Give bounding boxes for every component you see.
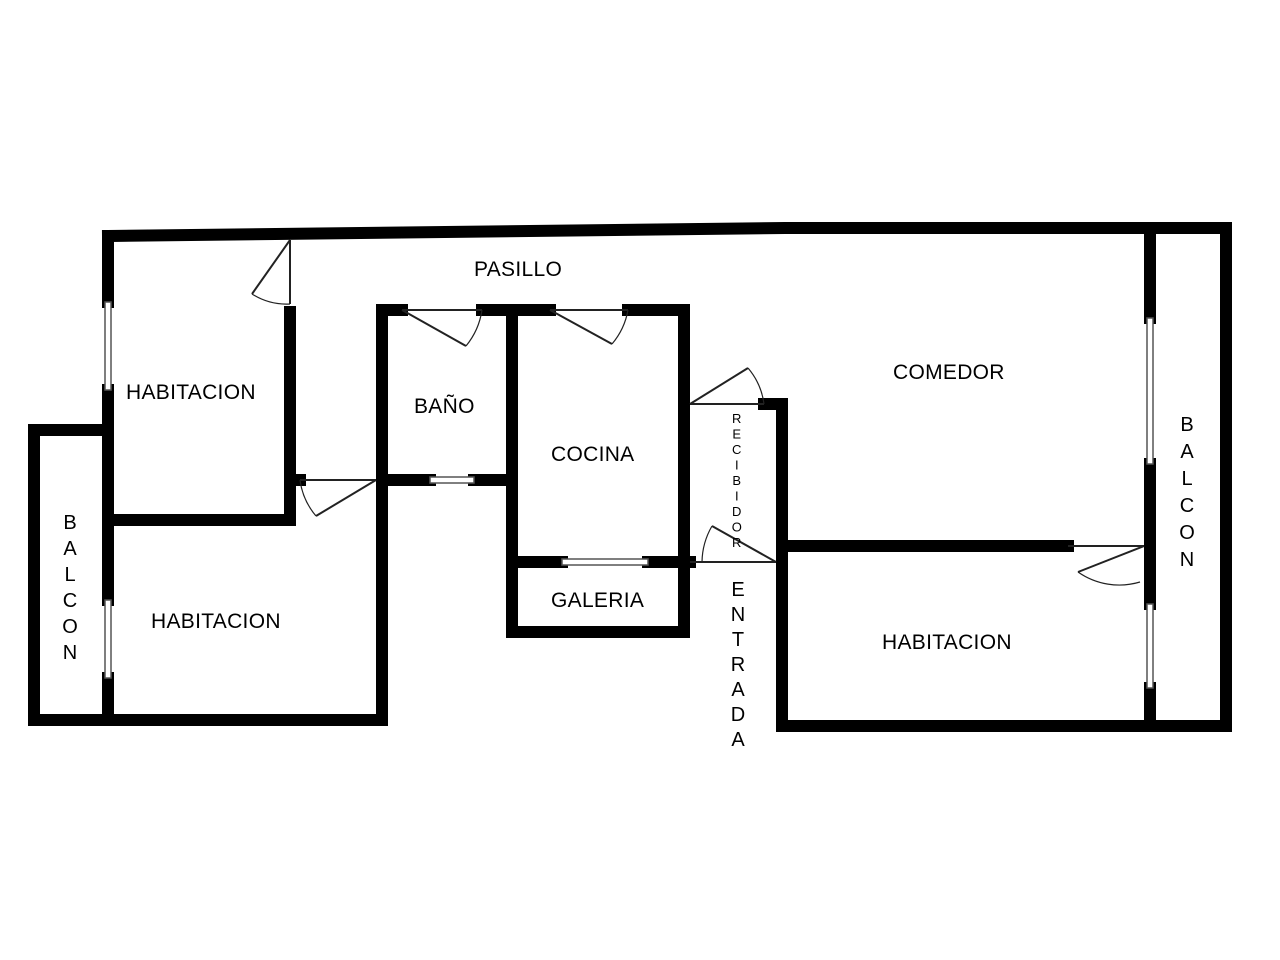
balcon-left-letter: N <box>63 642 77 664</box>
balcon-left-letter: O <box>62 616 78 638</box>
balcon-right-letter: N <box>1180 549 1194 571</box>
balcon-right-letter: B <box>1180 414 1193 436</box>
room-label-habitacion-r: HABITACION <box>882 631 1012 654</box>
door-entrada-swing <box>701 525 713 563</box>
door-bedroom-r-leaf <box>1077 545 1145 573</box>
recibidor-letter: D <box>732 504 742 519</box>
room-label-habitacion-tl: HABITACION <box>126 381 256 404</box>
door-kitchen-swing <box>611 309 629 345</box>
door-bedroom-tl-swing <box>251 293 291 305</box>
entrada-letter: T <box>732 629 744 651</box>
door-bath-swing <box>465 309 483 347</box>
entrada-letter: N <box>731 604 745 626</box>
room-label-pasillo: PASILLO <box>474 258 562 281</box>
room-label-galeria: GALERIA <box>551 589 644 612</box>
recibidor-letter: R <box>732 535 742 550</box>
balcon-left-letter: B <box>63 512 76 534</box>
window-left-lower <box>104 599 112 679</box>
balcon-right-letter: A <box>1180 441 1194 463</box>
door-bedroom-tl-leaf <box>251 239 291 295</box>
windows <box>104 301 1154 689</box>
recibidor-letter: O <box>732 520 743 535</box>
window-left-upper <box>104 301 112 391</box>
balcon-right-letter: O <box>1179 522 1195 544</box>
door-bath-leaf <box>401 309 467 347</box>
recibidor-letter: B <box>732 473 741 488</box>
recibidor-letter: I <box>735 458 739 473</box>
entrada-letter: E <box>731 579 744 601</box>
walls <box>28 222 1232 732</box>
window-galeria <box>561 558 649 566</box>
door-recibidor-top-swing <box>747 367 765 405</box>
balcon-right-letter: L <box>1181 468 1192 490</box>
room-label-habitacion-bl: HABITACION <box>151 610 281 633</box>
recibidor-letter: I <box>735 489 739 504</box>
window-bath-bottom <box>429 476 475 484</box>
door-bedroom-bl-leaf <box>315 479 377 517</box>
balcon-right-letter: C <box>1180 495 1194 517</box>
room-labels: PASILLO HABITACION HABITACION BAÑO COCIN… <box>62 258 1195 751</box>
top-exterior-wall <box>101 222 1232 732</box>
room-label-bano: BAÑO <box>414 394 475 418</box>
balcon-left-letter: L <box>64 564 75 586</box>
door-recibidor-top-leaf <box>689 367 749 405</box>
room-label-cocina: COCINA <box>551 443 634 466</box>
recibidor-letter: C <box>732 442 742 457</box>
recibidor-letter: R <box>732 411 742 426</box>
recibidor-letter: E <box>732 427 741 442</box>
door-bedroom-bl-swing <box>299 479 317 517</box>
entrada-letter: R <box>731 654 745 676</box>
door-bedroom-r-swing <box>1077 571 1141 586</box>
balcon-left-letter: C <box>63 590 77 612</box>
balcon-left-letter: A <box>63 538 77 560</box>
entrada-letter: A <box>731 729 745 751</box>
window-right-lower <box>1146 603 1154 689</box>
entrada-letter: A <box>731 679 745 701</box>
room-label-comedor: COMEDOR <box>893 361 1005 384</box>
entrada-letter: D <box>731 704 745 726</box>
door-kitchen-leaf <box>549 309 613 345</box>
window-right-upper <box>1146 317 1154 465</box>
doors <box>251 239 1145 586</box>
door-entrada-leaf <box>711 525 777 563</box>
